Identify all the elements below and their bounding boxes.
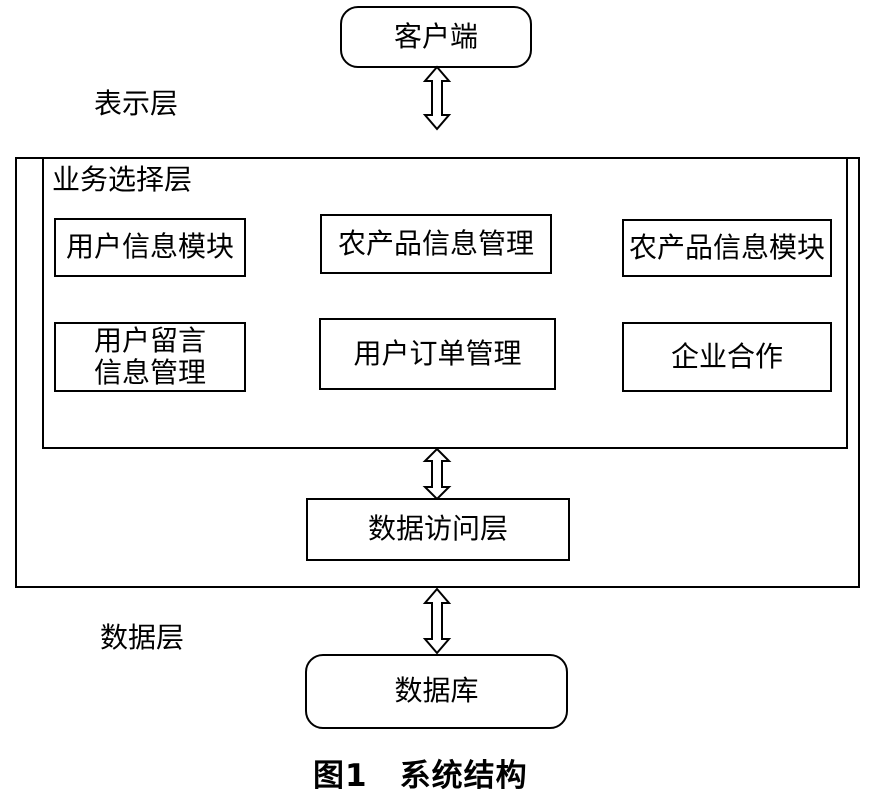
business-layer-label: 业务选择层 xyxy=(52,163,193,196)
module-farm-product-module-label: 农产品信息模块 xyxy=(628,230,825,264)
module-farm-product-mgmt: 农产品信息管理 xyxy=(320,214,552,274)
presentation-layer-label: 表示层 xyxy=(94,87,179,120)
database-box: 数据库 xyxy=(305,654,568,729)
module-user-info: 用户信息模块 xyxy=(54,218,246,277)
module-farm-product-module: 农产品信息模块 xyxy=(622,219,832,277)
double-arrow-database xyxy=(422,587,452,655)
figure-caption: 图1 系统结构 xyxy=(313,758,528,794)
module-order-mgmt-label: 用户订单管理 xyxy=(353,336,522,370)
data-access-layer-box: 数据访问层 xyxy=(306,498,570,561)
module-enterprise-label: 企业合作 xyxy=(670,339,783,373)
business-layer-box xyxy=(42,157,848,449)
module-user-message-line2: 信息管理 xyxy=(93,356,206,389)
client-box: 客户端 xyxy=(340,6,532,68)
module-user-message-line1: 用户留言 xyxy=(93,323,206,357)
client-label: 客户端 xyxy=(393,19,478,53)
module-farm-product-mgmt-label: 农产品信息管理 xyxy=(337,226,534,260)
double-arrow-business-data-access xyxy=(422,447,452,501)
module-order-mgmt: 用户订单管理 xyxy=(319,318,556,390)
data-access-layer-label: 数据访问层 xyxy=(367,512,508,546)
double-arrow-client xyxy=(422,65,452,131)
database-label: 数据库 xyxy=(394,674,479,708)
module-enterprise: 企业合作 xyxy=(622,322,832,392)
data-layer-label: 数据层 xyxy=(100,621,185,654)
module-user-message: 用户留言 信息管理 xyxy=(54,322,246,392)
module-user-info-label: 用户信息模块 xyxy=(65,230,234,264)
